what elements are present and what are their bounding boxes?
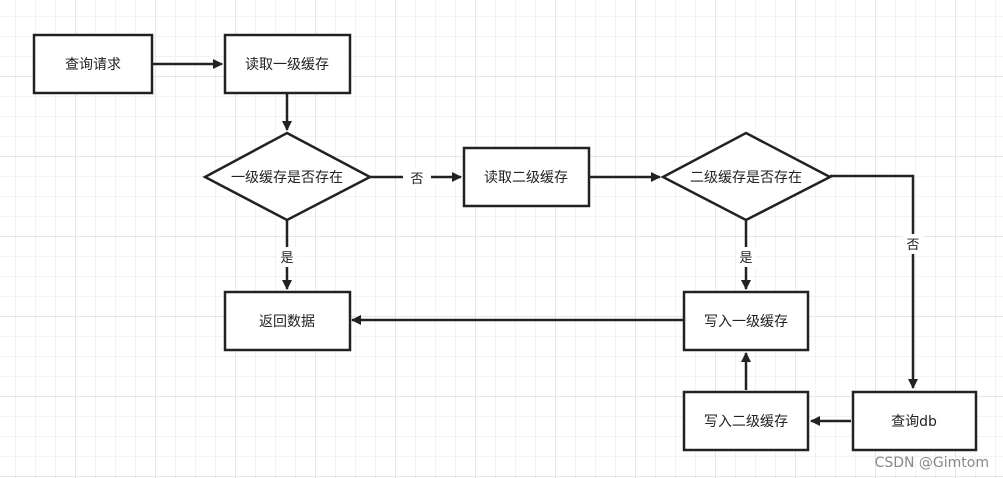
watermark: CSDN @Gimtom <box>874 455 989 471</box>
edge-label-bg <box>903 234 923 254</box>
node-write-l1-cache-label: 写入一级缓存 <box>704 314 788 330</box>
node-l2-exists-decision <box>660 131 833 222</box>
node-read-l2-cache <box>462 146 591 208</box>
node-read-l2-cache-label: 读取二级缓存 <box>484 169 568 186</box>
node-read-l1-cache <box>223 33 352 95</box>
edge-l2-no-to-query-db <box>830 174 918 389</box>
node-write-l1-cache <box>682 290 810 352</box>
node-query-request <box>32 33 154 95</box>
node-return-data-label: 返回数据 <box>259 314 315 330</box>
node-l2-exists-label: 二级缓存是否存在 <box>690 170 802 186</box>
edge-label-bg <box>403 168 431 188</box>
node-l1-exists-label: 一级缓存是否存在 <box>231 170 343 186</box>
edge-label-bg <box>736 247 756 267</box>
edge-label-l2-yes: 是 <box>739 251 752 266</box>
node-write-l2-cache-label: 写入二级缓存 <box>704 414 788 430</box>
node-query-request-label: 查询请求 <box>65 57 121 73</box>
node-query-db <box>851 390 978 452</box>
edge-label-bg <box>277 247 297 267</box>
node-write-l2-cache <box>682 390 810 452</box>
edge-label-l1-no: 否 <box>410 172 423 187</box>
edge-label-l1-yes: 是 <box>280 251 293 266</box>
node-l1-exists-decision <box>202 131 373 222</box>
edge-label-l2-no: 否 <box>906 238 919 253</box>
node-return-data <box>223 290 352 352</box>
node-read-l1-cache-label: 读取一级缓存 <box>245 56 329 73</box>
node-query-db-label: 查询db <box>891 414 937 430</box>
